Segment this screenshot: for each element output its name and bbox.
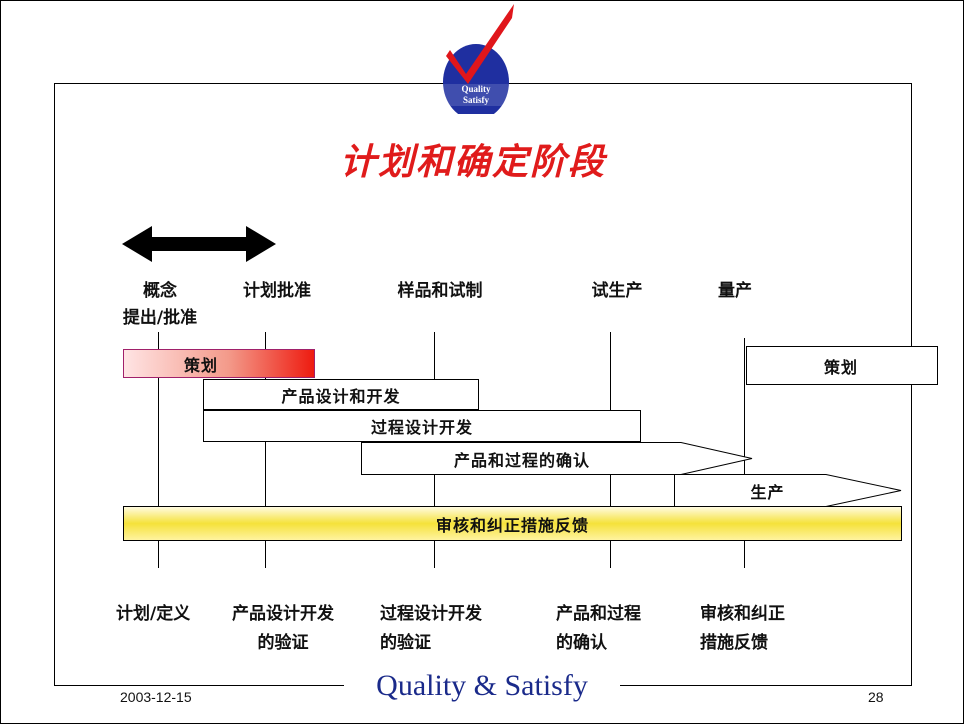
output-feedback-line1: 审核和纠正: [700, 604, 785, 624]
double-arrow-icon: [122, 226, 276, 262]
output-plan-definition: 计划/定义: [116, 604, 191, 624]
milestone-line-concept: [158, 332, 159, 568]
quality-satisfy-logo: Quality Satisfy: [443, 4, 514, 114]
bar-feedback-label: 审核和纠正措施反馈: [435, 515, 589, 535]
output-process-design-verification: 过程设计开发 的验证: [380, 599, 482, 653]
logo-text-satisfy: Satisfy: [463, 95, 490, 105]
output-validation-line1: 产品和过程: [556, 604, 641, 624]
output-product-process-validation: 产品和过程 的确认: [556, 599, 641, 653]
bar-validation: [361, 442, 753, 475]
output-product-design-verification: 产品设计开发 的验证: [218, 599, 348, 653]
bar-production-label: 生产: [750, 483, 785, 502]
bar-process-design-label: 过程设计开发: [370, 418, 473, 437]
footer-date: 2003-12-15: [120, 689, 192, 705]
phase-mass-production: 量产: [718, 281, 752, 301]
output-process-design-line2: 的验证: [380, 633, 431, 653]
bar-validation-text: 产品和过程的确认: [362, 443, 682, 475]
output-validation-line2: 的确认: [556, 633, 607, 653]
bar-production-text: 生产: [675, 475, 860, 507]
bar-product-design: 产品设计和开发: [203, 379, 479, 410]
bar-production: [674, 474, 902, 507]
footer-brand: Quality & Satisfy: [344, 666, 620, 706]
output-feedback-line2: 措施反馈: [700, 633, 768, 653]
phase-concept-line1: 概念: [143, 281, 177, 301]
phase-pilot-production: 试生产: [591, 281, 643, 301]
milestone-line-plan: [265, 332, 266, 568]
phase-plan-approval: 计划批准: [243, 281, 311, 301]
logo-text-quality: Quality: [461, 84, 491, 94]
bar-planning-right-label: 策划: [823, 357, 858, 377]
output-process-design-line1: 过程设计开发: [380, 604, 482, 624]
milestone-line-mass: [744, 338, 745, 568]
phase-concept-line2: 提出/批准: [122, 308, 198, 328]
output-product-design-line1: 产品设计开发: [232, 604, 334, 624]
bar-feedback: 审核和纠正措施反馈: [123, 506, 902, 541]
bar-validation-label: 产品和过程的确认: [453, 451, 590, 470]
phase-concept: 概念 提出/批准: [110, 276, 210, 328]
output-feedback: 审核和纠正 措施反馈: [700, 599, 785, 653]
bar-planning: 策划: [123, 349, 315, 378]
output-product-design-line2: 的验证: [257, 633, 309, 653]
footer-page-number: 28: [868, 689, 884, 705]
bar-planning-label: 策划: [183, 355, 218, 375]
slide-title: 计划和确定阶段: [340, 141, 607, 183]
bar-process-design: 过程设计开发: [203, 410, 641, 442]
logo-globe-icon: [443, 44, 509, 114]
bar-planning-right: 策划: [746, 346, 938, 385]
bar-product-design-label: 产品设计和开发: [281, 386, 401, 406]
phase-prototype: 样品和试制: [397, 281, 483, 301]
